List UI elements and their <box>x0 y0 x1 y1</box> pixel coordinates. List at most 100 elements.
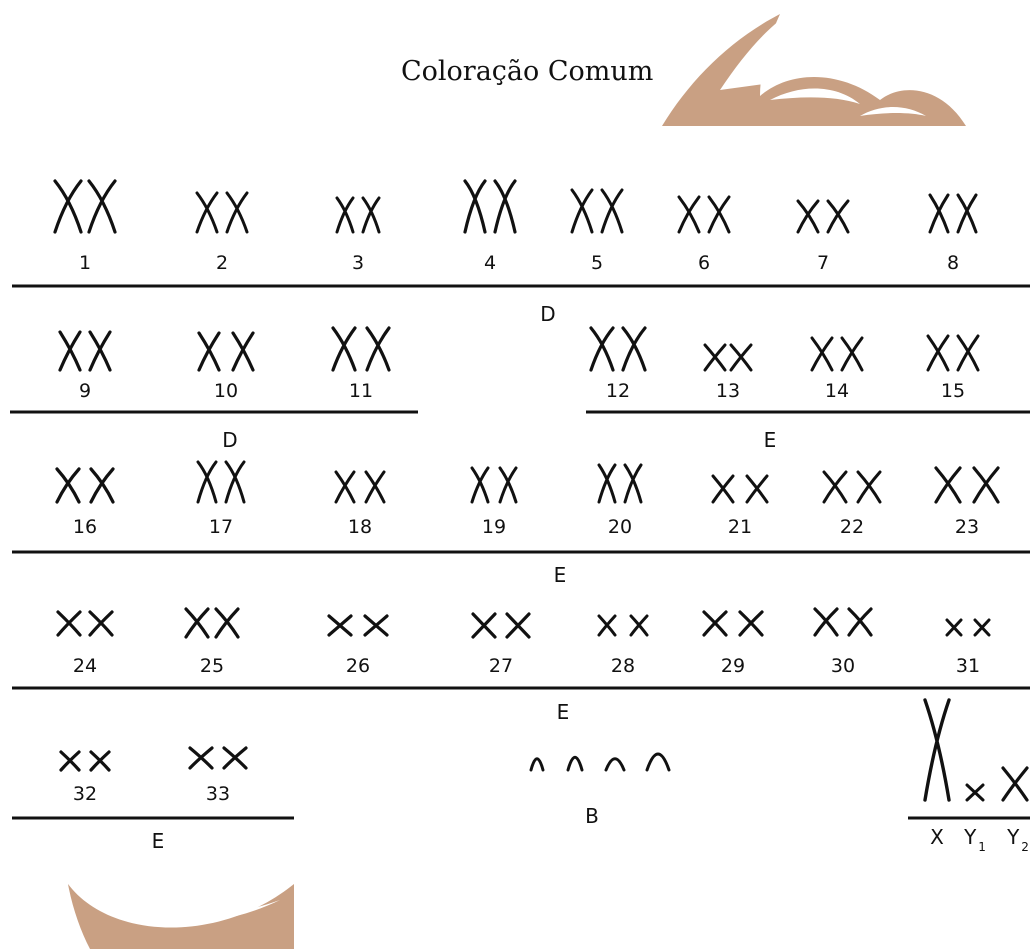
chromosome-label: 4 <box>483 252 497 274</box>
chromosome-mark <box>711 474 735 504</box>
group-label: E <box>556 700 570 724</box>
chromosome-mark <box>196 460 218 504</box>
chromosome-mark <box>225 191 249 234</box>
chromosome-mark <box>214 607 240 639</box>
chromosome-mark <box>55 467 81 504</box>
group-label: B <box>585 804 599 828</box>
chromosome-mark <box>222 746 248 770</box>
chromosome-label: 32 <box>72 783 98 805</box>
group-label: D <box>540 302 556 326</box>
chromosome-label: 5 <box>590 252 604 274</box>
chromosome-mark <box>629 614 649 637</box>
chromosome-mark <box>703 343 727 372</box>
chromosome-mark <box>87 179 117 234</box>
ribbon-logo-top <box>662 14 966 126</box>
chromosome-mark <box>826 199 850 234</box>
chromosome-label: 6 <box>697 252 711 274</box>
chromosome-label: 28 <box>610 655 636 677</box>
chromosome-label: 7 <box>816 252 830 274</box>
ribbon-logo-bottom <box>68 884 294 949</box>
chromosome-mark <box>505 612 531 639</box>
chromosome-mark <box>729 343 753 372</box>
chromosome-label: 21 <box>727 516 753 538</box>
chromosome-label: 19 <box>481 516 507 538</box>
chromosome-mark <box>89 750 111 772</box>
chromosome-mark <box>597 614 617 637</box>
chromosome-mark <box>810 336 834 372</box>
chromosome-mark <box>331 326 357 372</box>
chromosome-mark <box>184 607 210 639</box>
chromosome-mark <box>88 610 114 637</box>
chromosome-mark <box>188 746 214 770</box>
chromosome-mark <box>327 614 353 637</box>
group-label: E <box>763 428 777 452</box>
chromosome-mark <box>604 757 626 772</box>
chromosome-label: 14 <box>824 380 850 402</box>
chromosome-mark <box>972 466 1000 504</box>
chromosome-mark <box>847 607 873 637</box>
chromosome-mark <box>945 618 963 637</box>
chromosome-mark <box>463 179 487 234</box>
chromosome-label: 16 <box>72 516 98 538</box>
chromosome-mark <box>88 330 112 372</box>
chromosome-mark <box>840 336 864 372</box>
chromosome-label: 1 <box>78 252 92 274</box>
chromosome-mark <box>600 188 624 234</box>
chromosome-mark <box>363 614 389 637</box>
chromosome-mark <box>934 466 962 504</box>
chromosome-mark <box>364 470 386 504</box>
chromosome-mark <box>677 195 701 234</box>
page-title: Coloração Comum <box>401 56 654 87</box>
chromosome-mark <box>566 755 584 772</box>
chromosome-mark <box>1001 766 1029 802</box>
chromosome-layer <box>53 179 1029 802</box>
chromosome-mark <box>645 752 671 772</box>
chromosome-mark <box>58 330 82 372</box>
chromosome-mark <box>926 334 950 372</box>
chromosome-mark <box>53 179 83 234</box>
chromosome-mark <box>56 610 82 637</box>
chromosome-mark <box>973 618 991 637</box>
chromosome-label: 29 <box>720 655 746 677</box>
chromosome-label: 15 <box>940 380 966 402</box>
chromosome-label: 24 <box>72 655 98 677</box>
chromosome-label: 25 <box>199 655 225 677</box>
chromosome-mark <box>493 179 517 234</box>
chromosome-label: 12 <box>605 380 631 402</box>
chromosome-mark <box>822 470 848 504</box>
chromosome-label: 31 <box>955 655 981 677</box>
chromosome-mark <box>597 463 617 504</box>
chromosome-mark <box>813 607 839 637</box>
chromosome-mark <box>224 460 246 504</box>
chromosome-label: 3 <box>351 252 365 274</box>
chromosome-label: 27 <box>488 655 514 677</box>
chromosome-mark <box>470 466 490 504</box>
chromosome-label: 9 <box>78 380 92 402</box>
chromosome-mark <box>702 610 728 637</box>
group-rules <box>10 284 1030 820</box>
chromosome-label: 30 <box>830 655 856 677</box>
chromosome-mark <box>334 470 356 504</box>
chromosome-mark <box>856 470 882 504</box>
chromosome-mark <box>89 467 115 504</box>
chromosome-label: 23 <box>954 516 980 538</box>
chromosome-mark <box>623 463 643 504</box>
chromosome-label: 13 <box>715 380 741 402</box>
chromosome-mark <box>365 326 391 372</box>
chromosome-label: 8 <box>946 252 960 274</box>
chromosome-mark <box>195 191 219 234</box>
chromosome-mark <box>738 610 764 637</box>
chromosome-mark <box>335 196 355 234</box>
group-label: E <box>151 829 165 853</box>
group-label: E <box>553 563 567 587</box>
chromosome-mark <box>928 193 950 234</box>
chromosome-mark <box>498 466 518 504</box>
chromosome-label: 2 <box>215 252 229 274</box>
x-chromosome-label: X <box>930 825 944 849</box>
chromosome-label: 18 <box>347 516 373 538</box>
chromosome-mark <box>529 757 545 772</box>
chromosome-mark <box>956 334 980 372</box>
